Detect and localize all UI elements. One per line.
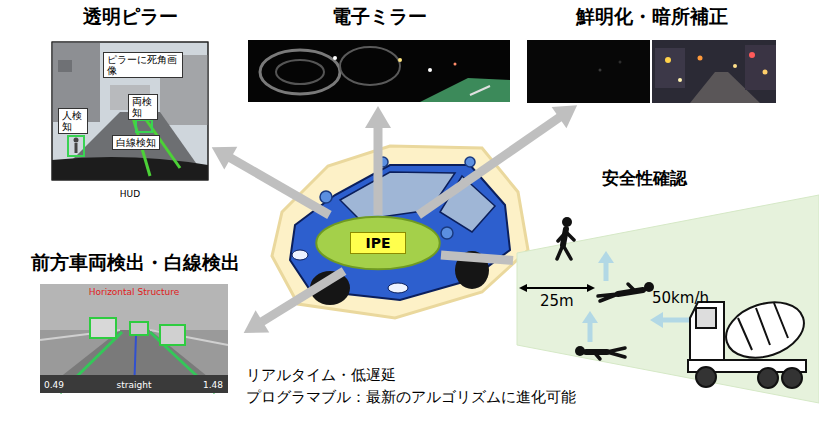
distance-label: 25m	[540, 292, 574, 311]
feature-note: リアルタイム・低遅延	[246, 366, 396, 385]
connector-line	[374, 124, 383, 215]
image-panel: 前方車両検出・白線検出	[28, 250, 242, 396]
callout-text: 白線検知	[116, 137, 156, 148]
callout-text: ピラーに死角画像	[107, 54, 179, 76]
overlay-value: 1.48	[203, 380, 223, 391]
image-caption: HUD	[120, 188, 140, 200]
overlay-value: 0.49	[44, 380, 64, 391]
connector-arrow	[441, 255, 513, 261]
processor-label: IPE	[350, 232, 405, 254]
mixer-truck	[688, 293, 811, 388]
connector-line	[259, 271, 344, 324]
label-anchor: Horizontal Structure	[40, 287, 228, 298]
arrow-head	[365, 106, 391, 128]
processor-ellipse: IPE	[315, 215, 441, 271]
ellipse-shape	[316, 217, 439, 270]
label-anchor: 25m	[540, 292, 574, 311]
connector-arrow	[212, 147, 330, 215]
overlay-text: straight	[40, 380, 228, 391]
feature-note: プログラマブル：最新のアルゴリズムに進化可能	[246, 388, 576, 407]
callout-box: ピラーに死角画像	[103, 52, 183, 78]
connector-line	[227, 156, 329, 215]
panel-title: 前方車両検出・白線検出	[31, 250, 240, 274]
panel-title: 鮮明化・暗所補正	[576, 4, 728, 28]
fallen-pedestrian	[575, 346, 625, 359]
image-panel: 電子ミラー	[246, 4, 512, 104]
night-image	[527, 40, 776, 103]
connector-arrow	[244, 271, 344, 333]
label-anchor: 50km/h	[652, 289, 709, 308]
label-anchor: straight	[40, 380, 228, 391]
callout-box: 白線検知	[112, 135, 160, 150]
panel-title: 安全性確認	[602, 167, 687, 189]
label-anchor: リアルタイム・低遅延	[246, 366, 396, 385]
region-shape	[517, 195, 819, 403]
callout-text: 両検知	[132, 96, 154, 118]
label-anchor: 1.48	[203, 380, 223, 391]
arrow-head	[552, 105, 577, 128]
speed-label: 50km/h	[652, 289, 709, 308]
pillar-image	[52, 42, 208, 180]
connector-line	[441, 255, 513, 261]
label-anchor: 0.49	[44, 380, 64, 391]
image-panel: 透明ピラー HUD ピラーに死角画像両検知人検知白線検知	[50, 4, 210, 200]
distance-arrow	[519, 284, 595, 292]
overlay-text: Horizontal Structure	[40, 287, 228, 298]
mirror-image	[248, 40, 510, 102]
fallen-pedestrian	[598, 282, 654, 301]
callout-box: 両検知	[128, 94, 158, 120]
road-image	[40, 284, 228, 393]
arrow-head	[212, 147, 238, 170]
connector-line	[418, 115, 562, 215]
connector-arrow	[365, 106, 391, 215]
callout-text: 人検知	[62, 110, 84, 132]
panel-title: 電子ミラー	[332, 4, 427, 28]
standing-pedestrian	[557, 217, 574, 259]
arrow-head	[244, 310, 270, 333]
panel-title: 透明ピラー	[83, 4, 178, 28]
connector-arrow	[418, 105, 577, 215]
callout-box: 人検知	[58, 108, 88, 134]
label-anchor: プログラマブル：最新のアルゴリズムに進化可能	[246, 388, 576, 407]
image-panel: 鮮明化・暗所補正	[525, 4, 778, 104]
